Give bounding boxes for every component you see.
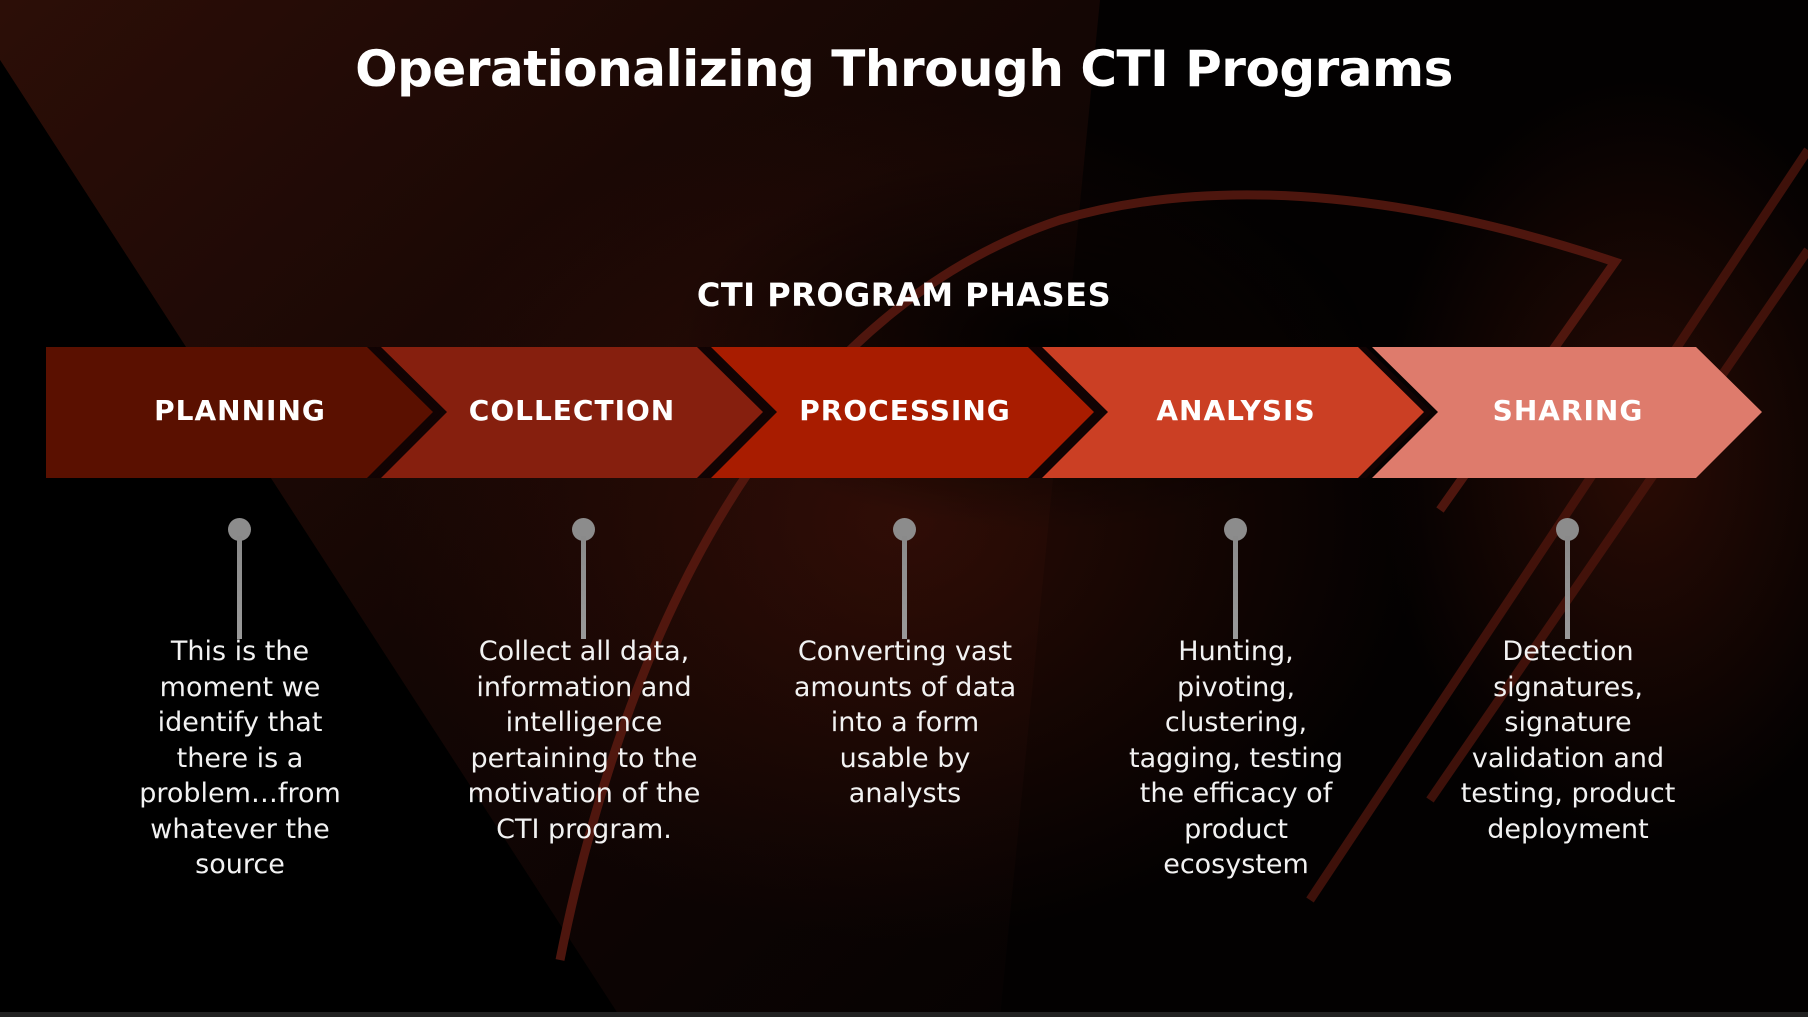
phase-description-planning: This is the moment we identify that ther…: [139, 636, 341, 880]
chevron-analysis: [1042, 347, 1424, 478]
phase-label-planning: PLANNING: [154, 394, 326, 427]
pin-marker-icon: [1224, 518, 1248, 639]
pin-marker-icon: [228, 518, 252, 639]
phase-label-sharing: SHARING: [1492, 394, 1644, 427]
pin-marker-icon: [893, 518, 917, 639]
phase-label-processing: PROCESSING: [799, 394, 1011, 427]
section-subtitle: CTI PROGRAM PHASES: [696, 276, 1112, 314]
phase-label-analysis: ANALYSIS: [1156, 394, 1316, 427]
phase-description-collection: Collect all data, information and intell…: [467, 636, 701, 845]
slide-title: Operationalizing Through CTI Programs: [355, 40, 1453, 98]
phase-label-collection: COLLECTION: [468, 394, 676, 427]
phase-description-analysis: Hunting, pivoting, clustering, tagging, …: [1129, 636, 1343, 880]
chevron-planning: [46, 347, 433, 478]
pin-marker-icon: [572, 518, 596, 639]
chevron-processing: [711, 347, 1094, 478]
phase-description-processing: Converting vast amounts of data into a f…: [793, 636, 1017, 809]
chevron-collection: [381, 347, 763, 478]
phase-description-sharing: Detection signatures, signature validati…: [1460, 636, 1676, 845]
chevron-sharing: [1372, 347, 1762, 478]
pin-marker-icon: [1556, 518, 1580, 639]
